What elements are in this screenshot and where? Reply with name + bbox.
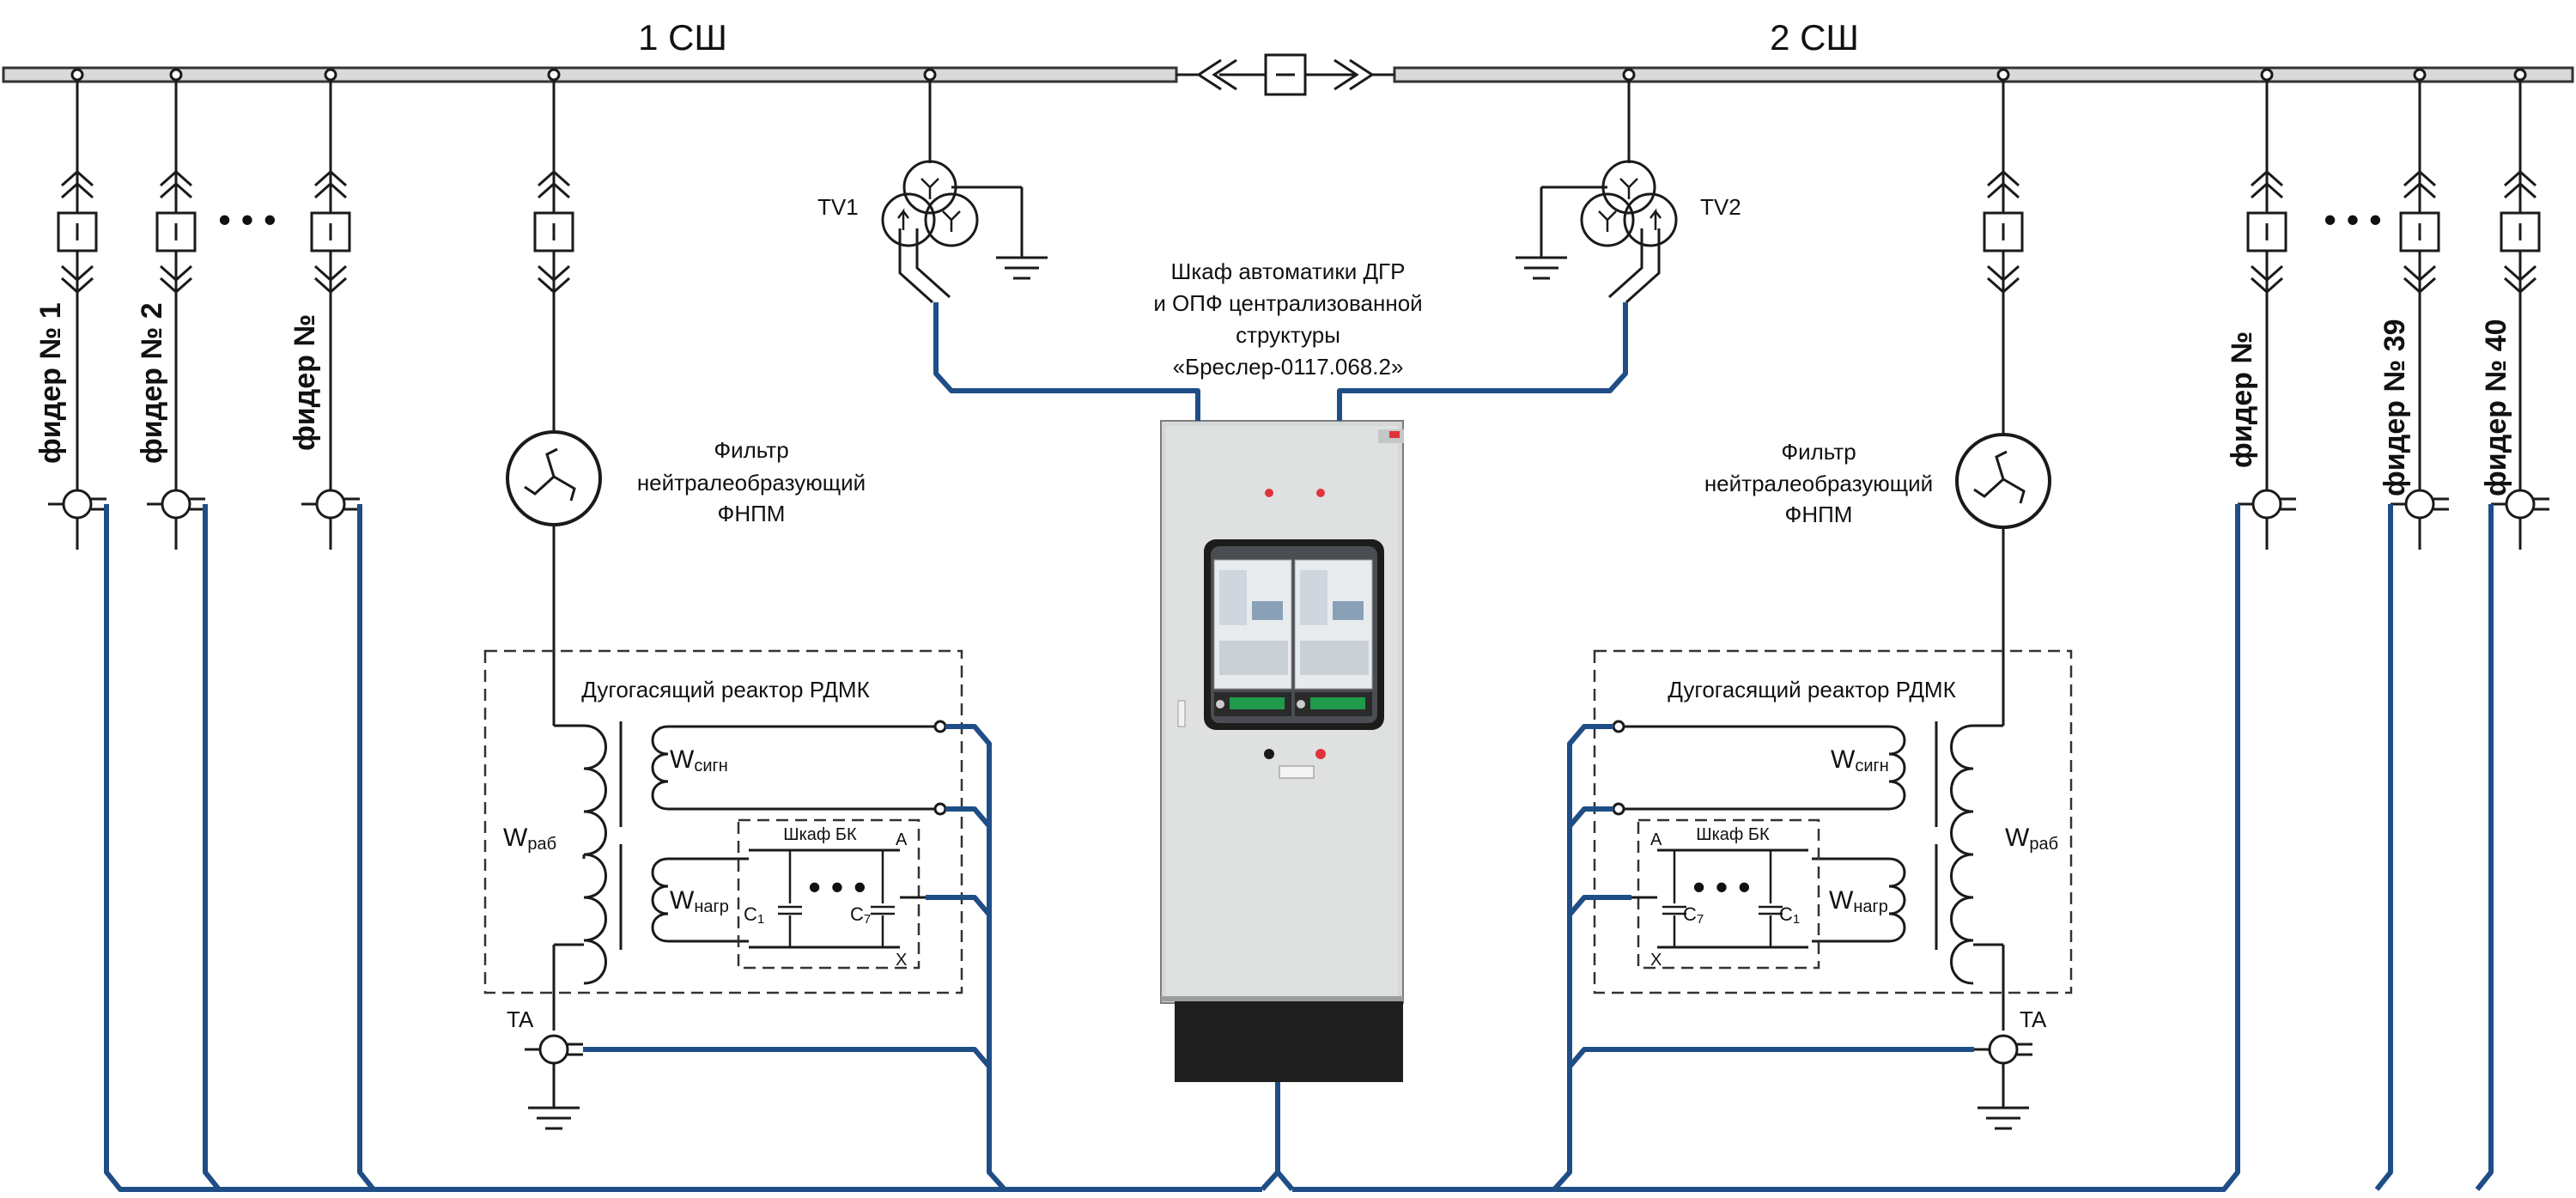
feeder-2	[145, 68, 207, 550]
reactor-left-term-a: A	[896, 830, 908, 849]
feeder-n-left	[300, 68, 361, 550]
arc-suppression-reactor-left	[483, 649, 963, 1031]
automation-cabinet	[1160, 420, 1404, 1082]
arc-suppression-reactor-right	[1593, 649, 2073, 1031]
feeder-1	[46, 68, 108, 550]
tv2-label: TV2	[1700, 194, 1741, 220]
feeder-n-right	[2236, 68, 2298, 550]
feeder-39-label: фидер № 39	[2379, 319, 2411, 496]
feeder-40-label: фидер № 40	[2480, 319, 2512, 496]
reactor-left-cap-ellipsis: • • •	[808, 867, 866, 907]
busbar-2	[1393, 66, 2574, 83]
reactor-right-w-load: Wнагр	[1829, 886, 1888, 916]
feeder-n-left-label: фидер №	[289, 314, 321, 451]
reactor-left-term-x: X	[896, 951, 907, 970]
bus2-label: 2 СШ	[1770, 17, 1859, 58]
cabinet-caption-line3: структуры	[1236, 322, 1340, 348]
filter-right-line2: нейтралеобразующий	[1704, 471, 1933, 496]
filter-left-line3: ФНПМ	[718, 501, 786, 526]
reactor-left-w-work: Wраб	[503, 824, 556, 854]
filter-right-line3: ФНПМ	[1785, 502, 1853, 527]
control-cables	[104, 302, 2494, 1192]
bus-coupler	[1176, 53, 1394, 96]
filter-left-line1: Фильтр	[714, 437, 788, 463]
ta-left	[523, 1034, 585, 1130]
feeder-n-right-label: фидер №	[2226, 331, 2258, 468]
cabinet-caption-line4: «Бреслер-0117.068.2»	[1173, 354, 1404, 380]
reactor-left-w-load: Wнагр	[670, 886, 729, 916]
reactor-right-term-a: A	[1650, 830, 1662, 849]
reactor-left-w-signal: Wсигн	[670, 745, 728, 775]
reactor-right-w-work: Wраб	[2005, 824, 2058, 854]
voltage-transformer-tv2	[1514, 68, 1678, 304]
reactor-left-bk-title: Шкаф БК	[783, 825, 857, 844]
cabinet-caption-line2: и ОПФ централизованной	[1153, 290, 1422, 316]
reactor-right-c-first: C7	[1683, 903, 1704, 927]
reactor-left-c-first: C1	[744, 903, 764, 927]
voltage-transformer-tv1	[881, 68, 1049, 304]
ta-right	[1972, 1034, 2034, 1130]
filter-right-line1: Фильтр	[1781, 439, 1856, 465]
reactor-left-title: Дугогасящий реактор РДМК	[581, 677, 870, 702]
reactor-right-title: Дугогасящий реактор РДМК	[1668, 677, 1956, 702]
tv1-label: TV1	[817, 194, 859, 220]
reactor-left-c-last: C7	[850, 903, 871, 927]
bus1-label: 1 СШ	[638, 17, 727, 58]
feeder-40	[2489, 68, 2551, 550]
ellipsis-left: • • •	[218, 199, 276, 240]
cabinet-caption-line1: Шкаф автоматики ДГР	[1171, 258, 1406, 284]
feeder-2-label: фидер № 2	[136, 302, 168, 464]
filter-branch-left	[506, 68, 602, 726]
filter-branch-right	[1955, 68, 2051, 726]
ta-right-label: TA	[2020, 1006, 2047, 1032]
filter-left-line2: нейтралеобразующий	[637, 470, 866, 496]
feeder-1-label: фидер № 1	[34, 302, 67, 464]
ta-left-label: TA	[507, 1006, 534, 1032]
reactor-right-w-signal: Wсигн	[1831, 745, 1889, 775]
reactor-right-cap-ellipsis: • • •	[1692, 867, 1750, 907]
reactor-right-bk-title: Шкаф БК	[1696, 825, 1770, 844]
reactor-right-term-x: X	[1650, 951, 1662, 970]
feeder-39	[2389, 68, 2451, 550]
ellipsis-right: • • •	[2324, 199, 2381, 240]
reactor-right-c-last: C1	[1779, 903, 1800, 927]
